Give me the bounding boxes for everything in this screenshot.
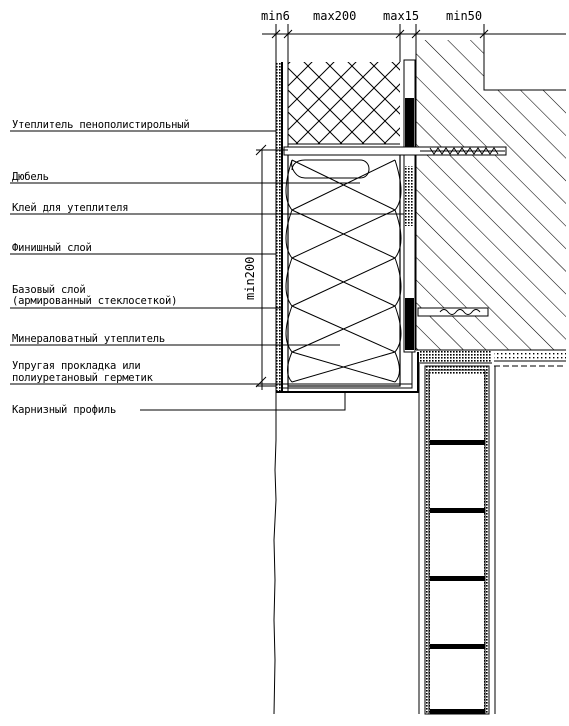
label-cornice: Карнизный профиль [12,404,116,416]
label-dowel: Дюбель [12,171,49,183]
mineral-wool-insulation [285,149,402,387]
label-polystyrene: Утеплитель пенополистирольный [12,119,190,131]
dim-min200: min200 [243,257,257,300]
dowel-lower [417,307,489,317]
label-gasket-2: полиуретановый герметик [12,372,154,384]
dimension-chain-top [262,24,566,62]
dim-max15: max15 [383,9,419,23]
leader-lines [10,130,412,385]
label-base-layer: Базовый слой [12,284,85,296]
label-gasket-1: Упругая прокладка или [12,360,141,372]
label-base-layer-note: (армированный стеклосеткой) [12,295,177,307]
facade-line [273,392,277,715]
adhesive-strip [403,59,416,353]
dim-max200: max200 [313,9,356,23]
callout-labels: Утеплитель пенополистирольный Дюбель Кле… [12,119,190,416]
slab-ledge [420,351,566,367]
outer-render-layers [275,62,289,392]
label-adhesive: Клей для утеплителя [12,202,128,214]
cornice-profile [140,352,419,411]
lower-brick-column [418,362,496,715]
label-finish-layer: Финишный слой [12,242,92,254]
dim-min6: min6 [261,9,290,23]
dowel-upper [283,146,507,156]
polystyrene-insulation [288,62,400,145]
dimension-side [255,144,288,390]
masonry-wall [415,40,566,351]
label-mineral-wool: Минераловатный утеплитель [12,333,165,345]
dim-min50: min50 [446,9,482,23]
